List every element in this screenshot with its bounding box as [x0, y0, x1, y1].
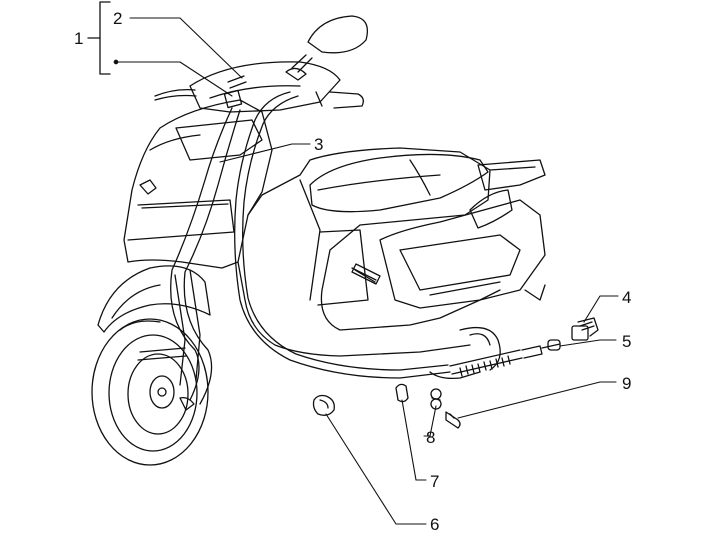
front-fork	[137, 269, 201, 386]
group-bracket	[87, 1, 111, 75]
callout-5: 5	[622, 332, 631, 351]
part-5-cap	[547, 339, 561, 351]
callout-7: 7	[430, 472, 439, 491]
bolt-fastener	[351, 263, 381, 285]
transmission-cable	[234, 91, 451, 379]
rear-rack	[469, 159, 546, 229]
part-8-grommet	[430, 388, 442, 410]
part-4-adjuster	[571, 317, 599, 341]
callout-2: 2	[113, 9, 122, 28]
cable-spring-end	[449, 343, 561, 377]
handlebar	[154, 15, 369, 113]
scooter-body	[237, 147, 546, 357]
callout-labels: 1 2 3 4 5 6 7 8 9	[74, 9, 631, 533]
callout-8: 8	[426, 428, 435, 447]
seat	[309, 153, 489, 213]
leader-lines	[113, 17, 619, 525]
callout-6: 6	[430, 515, 439, 533]
front-mudguard	[97, 265, 211, 333]
front-wheel	[91, 318, 209, 466]
part-6-clip	[312, 394, 335, 416]
callout-3: 3	[314, 135, 323, 154]
callout-1: 1	[74, 29, 83, 48]
part-7-clamp	[395, 383, 409, 403]
part-9-screw	[445, 411, 461, 429]
callout-4: 4	[622, 288, 631, 307]
callout-9: 9	[622, 374, 631, 393]
